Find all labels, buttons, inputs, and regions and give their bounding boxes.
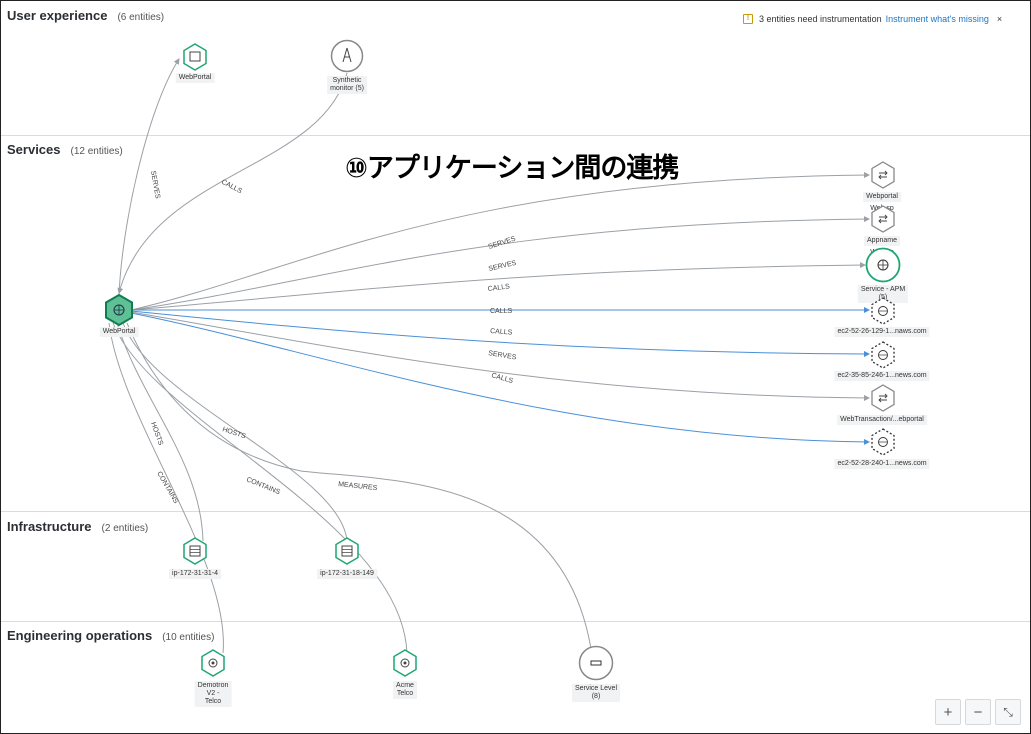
node-label: WebPortal (99, 327, 139, 337)
section-title: Engineering operations (7, 628, 153, 643)
webtransaction-node[interactable] (869, 384, 897, 412)
section-divider (1, 511, 1030, 512)
synthetic-icon (342, 47, 352, 63)
edge-calls-ec2-3[interactable] (130, 312, 870, 445)
ec2-host-node-3[interactable] (869, 428, 897, 456)
acme-node[interactable] (391, 649, 419, 677)
edge-label: CONTAINS (245, 476, 281, 496)
edge-label: SERVES (149, 170, 161, 199)
edge-label: MEASURES (338, 481, 378, 492)
node-label: Webportal (863, 192, 901, 202)
edge-label: SERVES (488, 260, 517, 273)
server-icon (341, 545, 353, 557)
section-title: Services (7, 142, 61, 157)
service-level-node[interactable] (578, 645, 614, 681)
webportal-main-node[interactable] (104, 294, 134, 326)
edge-serves-webportal-svc[interactable] (130, 172, 870, 311)
service-level-icon (590, 660, 602, 666)
edge-label: CALLS (490, 328, 513, 337)
service-apm-node[interactable] (865, 247, 901, 283)
section-count: (6 entities) (117, 12, 165, 23)
ec2-host-node-2[interactable] (869, 341, 897, 369)
edge-calls-ec2-2[interactable] (130, 310, 870, 357)
edge-label: CALLS (487, 283, 510, 293)
node-label: Service Level (8) (571, 684, 621, 702)
service-icon (878, 393, 888, 403)
section-title: User experience (7, 8, 108, 23)
webportal-service-node[interactable] (869, 161, 897, 189)
demotron-node[interactable] (199, 649, 227, 677)
browser-icon (189, 51, 201, 62)
edge-label: CALLS (490, 308, 513, 315)
section-count: (10 entities) (162, 632, 215, 643)
section-title: Infrastructure (7, 519, 92, 534)
section-header-infrastructure: Infrastructure (2 entities) (7, 519, 148, 534)
section-count: (12 entities) (70, 146, 123, 157)
section-divider (1, 621, 1030, 622)
node-label: ip-172-31-18-149 (317, 569, 377, 579)
workload-icon (208, 658, 218, 668)
node-label: ec2-52-26-129-1...naws.com (834, 327, 930, 337)
section-header-engineering-operations: Engineering operations (10 entities) (7, 628, 214, 643)
fit-to-screen-button[interactable]: ⤡ (995, 699, 1021, 725)
zoom-in-button[interactable]: + (935, 699, 961, 725)
edge-serves-appname[interactable] (130, 216, 870, 311)
section-count: (2 entities) (101, 523, 149, 534)
edge-label: CALLS (220, 179, 243, 196)
notice-text: 3 entities need instrumentation (759, 14, 882, 24)
node-label: WebTransaction/...ebportal (837, 415, 927, 425)
service-icon (878, 214, 888, 224)
edge-hosts-ip-a[interactable] (116, 322, 204, 542)
edge-label: CONTAINS (155, 471, 179, 506)
node-label: Acme Telco (393, 681, 417, 699)
close-icon[interactable]: × (996, 14, 1003, 24)
edge-contains-demotron[interactable] (108, 322, 224, 654)
appname-node[interactable] (869, 205, 897, 233)
service-icon (878, 170, 888, 180)
node-label: ec2-35-85-246-1...news.com (834, 371, 930, 381)
host-node-ip-a[interactable] (181, 537, 209, 565)
edge-calls-synthetic[interactable] (117, 72, 348, 294)
zoom-out-button[interactable]: − (965, 699, 991, 725)
node-label: ip-172-31-31-4 (169, 569, 221, 579)
section-header-services: Services (12 entities) (7, 142, 123, 157)
warning-icon: ! (743, 14, 753, 24)
ec2-host-node-1[interactable] (869, 297, 897, 325)
node-label: Appname (864, 236, 900, 246)
edge-label: SERVES (488, 350, 517, 361)
instrumentation-notice: ! 3 entities need instrumentation Instru… (743, 14, 1002, 24)
workload-icon (400, 658, 410, 668)
host-node-ip-b[interactable] (333, 537, 361, 565)
server-icon (189, 545, 201, 557)
section-header-user-experience: User experience (6 entities) (7, 8, 164, 23)
edge-contains-acme[interactable] (112, 322, 408, 654)
edge-calls-service-apm[interactable] (130, 262, 866, 311)
edge-serves-webtransaction[interactable] (130, 311, 870, 401)
section-divider (1, 135, 1030, 136)
webportal-ux-node[interactable] (181, 43, 209, 71)
edge-label: SERVES (487, 235, 516, 250)
edge-measures-service-level[interactable] (126, 322, 592, 650)
edge-serves-webportal[interactable] (118, 58, 180, 298)
synthetic-monitor-node[interactable] (330, 39, 364, 73)
overlay-title: ⑩アプリケーション間の連携 (345, 153, 679, 184)
node-label: WebPortal (175, 73, 215, 83)
instrument-link[interactable]: Instrument what's missing (885, 14, 989, 24)
node-label: Synthetic monitor (5) (327, 76, 367, 94)
node-label: ec2-52-28-240-1...news.com (834, 459, 930, 469)
node-label: Demotron V2 - Telco (194, 681, 232, 707)
